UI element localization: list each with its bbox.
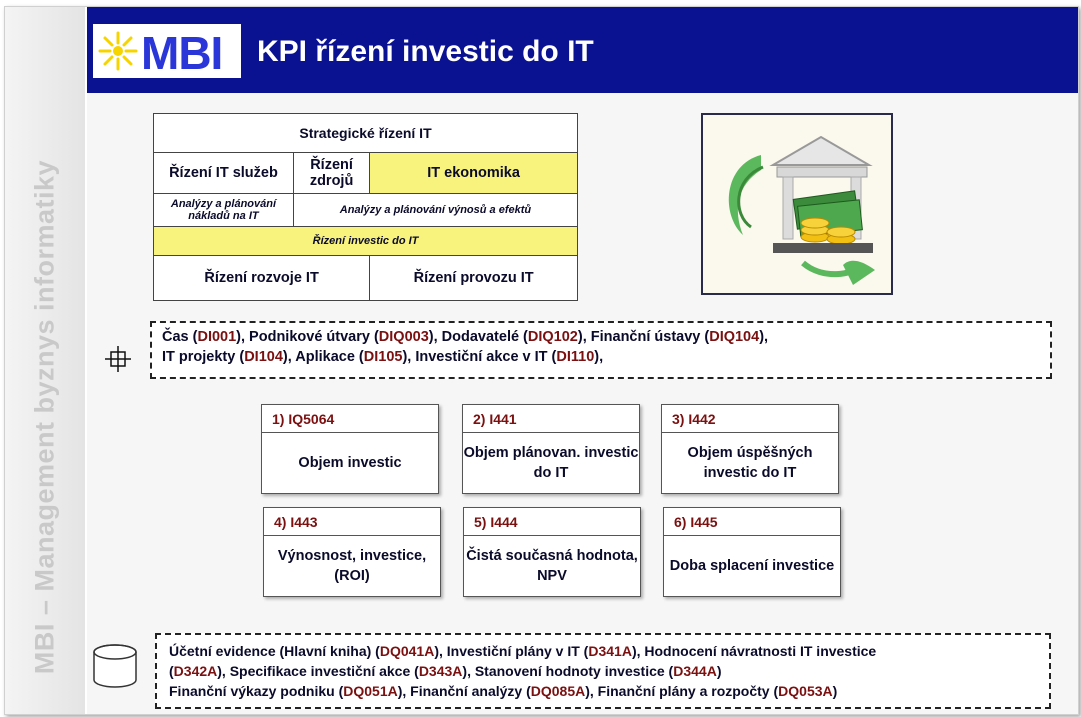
text-segment: ), (594, 349, 604, 365)
sidebar-vertical-text: MBI – Management byznys informatiky (29, 159, 60, 675)
code-ref: D342A (173, 663, 218, 679)
code-ref: DQ053A (778, 683, 833, 699)
text-segment: ), Finanční plány a rozpočty ( (585, 683, 779, 699)
sources-box: Účetní evidence (Hlavní kniha) (DQ041A),… (155, 633, 1051, 709)
code-ref: DI105 (363, 349, 403, 365)
text-segment: IT projekty ( (162, 349, 245, 365)
header-bar: MBI KPI řízení investic do IT (87, 7, 1078, 93)
text-segment: ), Specifikace investiční akce ( (217, 663, 419, 679)
arch-it-services: Řízení IT služeb (153, 152, 294, 195)
text-segment: ), Finanční analýzy ( (397, 683, 531, 699)
code-ref: DI001 (197, 329, 237, 345)
text-segment: ), Investiční plány v IT ( (434, 643, 589, 659)
logo-text: MBI (141, 27, 223, 79)
text-segment: ), Stanovení hodnoty investice ( (462, 663, 674, 679)
text-segment: ), Dodavatelé ( (428, 329, 528, 345)
code-ref: D341A (588, 643, 632, 659)
arch-operations: Řízení provozu IT (369, 254, 578, 302)
sources-line-1: Účetní evidence (Hlavní kniha) (DQ041A),… (169, 641, 1037, 661)
code-ref: DI110 (556, 349, 595, 365)
arch-it-economics: IT ekonomika (369, 152, 578, 195)
code-ref: DIQ104 (709, 329, 760, 345)
dimensions-line-2: IT projekty (DI104), Aplikace (DI105), I… (162, 347, 1040, 367)
kpi-box: 6) I445 Doba splacení investice (663, 507, 841, 597)
code-ref: DQ051A (343, 683, 398, 699)
dimensions-line-1: Čas (DI001), Podnikové útvary (DIQ003), … (162, 327, 1040, 347)
kpi-label: Čistá současná hodnota, NPV (466, 548, 638, 584)
slide: MBI – Management byznys informatiky MBI … (4, 6, 1079, 715)
text-segment: ), Aplikace ( (282, 349, 364, 365)
arch-revenue-analysis: Analýzy a plánování výnosů a efektů (292, 193, 579, 227)
crosshair-icon (105, 346, 131, 372)
sources-line-2: (D342A), Specifikace investiční akce (D3… (169, 661, 1037, 681)
kpi-number: 2) I441 (463, 405, 639, 433)
bank-money-icon (728, 135, 875, 285)
text-segment: Finanční výkazy podniku ( (169, 683, 344, 699)
code-ref: DQ041A (379, 643, 435, 659)
kpi-label: Objem úspěšných investic do IT (687, 445, 813, 481)
kpi-number: 5) I444 (464, 508, 640, 536)
text-segment: ), Finanční ústavy ( (577, 329, 710, 345)
arch-cost-analysis: Analýzy a plánování nákladů na IT (153, 193, 294, 227)
kpi-box: 4) I443 Výnosnost, investice, (ROI) (263, 507, 441, 597)
text-segment: ), Podnikové útvary ( (236, 329, 379, 345)
kpi-number: 4) I443 (264, 508, 440, 536)
text-segment: ), Investiční akce v IT ( (402, 349, 557, 365)
kpi-box: 1) IQ5064 Objem investic (261, 404, 439, 494)
kpi-box: 2) I441 Objem plánovan. investic do IT (462, 404, 640, 494)
page-title: KPI řízení investic do IT (257, 35, 594, 68)
code-ref: D344A (673, 663, 717, 679)
kpi-box: 3) I442 Objem úspěšných investic do IT (661, 404, 839, 494)
kpi-number: 6) I445 (664, 508, 840, 536)
mbi-logo: MBI (93, 24, 241, 79)
text-segment: ), (759, 329, 769, 345)
arch-development: Řízení rozvoje IT (152, 254, 371, 302)
text-segment: Čas ( (162, 329, 198, 345)
code-ref: D343A (418, 663, 463, 679)
kpi-number: 1) IQ5064 (262, 405, 438, 433)
text-segment: ) (832, 683, 838, 699)
sources-line-3: Finanční výkazy podniku (DQ051A), Finanč… (169, 681, 1037, 701)
code-ref: DIQ003 (378, 329, 429, 345)
code-ref: DIQ102 (527, 329, 578, 345)
arch-strategic: Strategické řízení IT (153, 112, 578, 154)
text-segment: Účetní evidence (Hlavní kniha) ( (169, 643, 380, 659)
kpi-label: Doba splacení investice (669, 558, 835, 574)
architecture-table: Strategické řízení IT Řízení IT služeb Ř… (152, 112, 579, 302)
code-ref: DI104 (244, 349, 283, 365)
arch-investment-mgmt: Řízení investic do IT (153, 226, 578, 256)
arch-resources: Řízení zdrojů (292, 152, 371, 195)
sun-icon (98, 31, 138, 71)
text-segment: ), Hodnocení návratnosti IT investice (631, 643, 877, 659)
kpi-label: Objem plánovan. investic do IT (463, 445, 639, 481)
kpi-box: 5) I444 Čistá současná hodnota, NPV (463, 507, 641, 597)
kpi-label: Objem investic (298, 455, 402, 471)
database-icon (93, 644, 137, 688)
dimensions-box: Čas (DI001), Podnikové útvary (DIQ003), … (150, 321, 1052, 379)
investment-illustration (701, 113, 893, 295)
text-segment: ) (716, 663, 722, 679)
sidebar: MBI – Management byznys informatiky (5, 7, 85, 714)
text-segment: ( (169, 663, 174, 679)
kpi-label: Výnosnost, investice, (ROI) (277, 548, 427, 584)
code-ref: DQ085A (530, 683, 586, 699)
kpi-number: 3) I442 (662, 405, 838, 433)
